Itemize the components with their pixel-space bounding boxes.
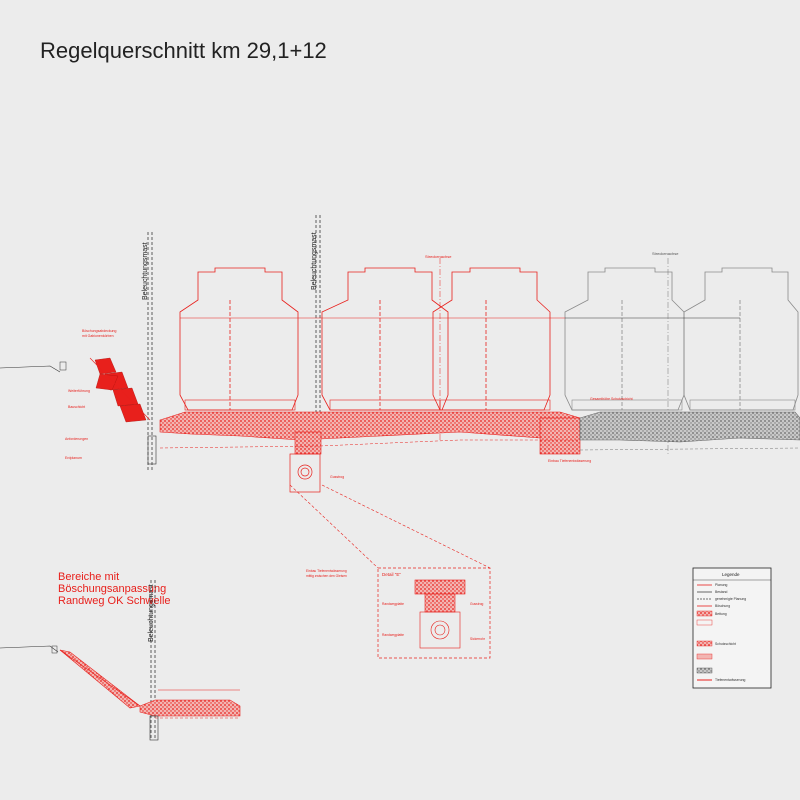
mast-lower — [150, 580, 156, 740]
detail-leader — [289, 484, 491, 569]
lower-fence-post — [51, 645, 58, 654]
drain-pipe — [289, 453, 321, 493]
slope-line — [89, 357, 151, 421]
ballast-bed-red — [159, 411, 581, 441]
mast-left — [147, 232, 153, 470]
gauge-grey-2 — [683, 267, 799, 411]
subgrade-lines — [159, 439, 800, 451]
lower-mast-foundation — [149, 715, 159, 741]
lower-ballast — [139, 699, 241, 717]
svg-text:Bettung: Bettung — [715, 612, 727, 616]
svg-text:Einbau Tiefenentwässerung: Einbau Tiefenentwässerung — [306, 569, 347, 573]
svg-text:Sickerrohr: Sickerrohr — [470, 637, 486, 641]
terrain-left — [0, 365, 61, 373]
drain-trench — [294, 431, 322, 455]
detail-annotations: Randwegplatte Randwegplatte Gusstrog Sic… — [382, 602, 486, 641]
gauge-red-1 — [179, 267, 299, 411]
axis-label-red: Streckenachse — [425, 254, 452, 259]
svg-text:Einbau Tiefenentwässerung: Einbau Tiefenentwässerung — [548, 459, 591, 463]
annotations-left: Böschungsabdeckung mit Gabionenkörben We… — [65, 329, 116, 460]
drain-trench-right — [539, 417, 581, 455]
annotations-center: Gusstrog Einbau Tiefenentwässerung Gesam… — [330, 397, 633, 479]
svg-text:Erdplanum: Erdplanum — [65, 456, 82, 460]
detail-frame — [377, 567, 491, 659]
legend-title: Legende — [722, 572, 740, 577]
gauge-red-3 — [432, 267, 551, 411]
svg-text:Bestand: Bestand — [715, 590, 728, 594]
svg-text:Gusstrog: Gusstrog — [470, 602, 484, 606]
ballast-bed-grey — [579, 411, 800, 443]
detail-title: Detail "E" — [382, 572, 401, 577]
svg-text:Bauschicht: Bauschicht — [68, 405, 85, 409]
lower-slope-line — [59, 649, 141, 707]
section-heading-line-1: Bereiche mit — [58, 571, 120, 583]
gabion-wall — [94, 357, 147, 423]
mast-center — [315, 215, 321, 430]
legend-texts: Planung Bestand genehmigte Planung Bösch… — [715, 583, 746, 682]
lower-terrain — [0, 645, 59, 653]
svg-text:mittig zwischen den Gleisen: mittig zwischen den Gleisen — [306, 574, 347, 578]
detail-note: Einbau Tiefenentwässerung mittig zwische… — [306, 569, 347, 578]
mast-foundation — [147, 435, 157, 465]
svg-text:Weiterführung: Weiterführung — [68, 389, 90, 393]
svg-text:Randwegplatte: Randwegplatte — [382, 602, 404, 606]
rails-red — [184, 399, 551, 411]
svg-text:Tiefenentwässerung: Tiefenentwässerung — [715, 678, 746, 682]
gauge-grey-1 — [564, 267, 685, 411]
section-heading-line-2: Böschungsanpassung — [58, 583, 167, 595]
svg-text:mit Gabionenkörben: mit Gabionenkörben — [82, 334, 114, 338]
section-heading-line-3: Randweg OK Schwelle — [58, 595, 171, 607]
svg-text:Gusstrog: Gusstrog — [330, 475, 344, 479]
legend-swatches — [696, 584, 713, 681]
gauge-red-2 — [321, 267, 449, 411]
detail-content — [414, 579, 466, 649]
fence-post — [59, 361, 67, 371]
svg-text:Randwegplatte: Randwegplatte — [382, 633, 404, 637]
axis-label-grey: Streckenachse — [652, 251, 679, 256]
svg-text:Planung: Planung — [715, 583, 728, 587]
svg-text:Böschung: Böschung — [715, 604, 730, 608]
svg-text:Schutzschicht: Schutzschicht — [715, 642, 736, 646]
rails-grey — [571, 399, 796, 411]
svg-text:Böschungsabdeckung: Böschungsabdeckung — [82, 329, 116, 333]
svg-text:Gesamthöhe Schutzschicht: Gesamthöhe Schutzschicht — [590, 397, 633, 401]
svg-text:genehmigte Planung: genehmigte Planung — [715, 597, 746, 601]
svg-text:Anforderungen: Anforderungen — [65, 437, 88, 441]
page-title: Regelquerschnitt km 29,1+12 — [40, 38, 327, 63]
